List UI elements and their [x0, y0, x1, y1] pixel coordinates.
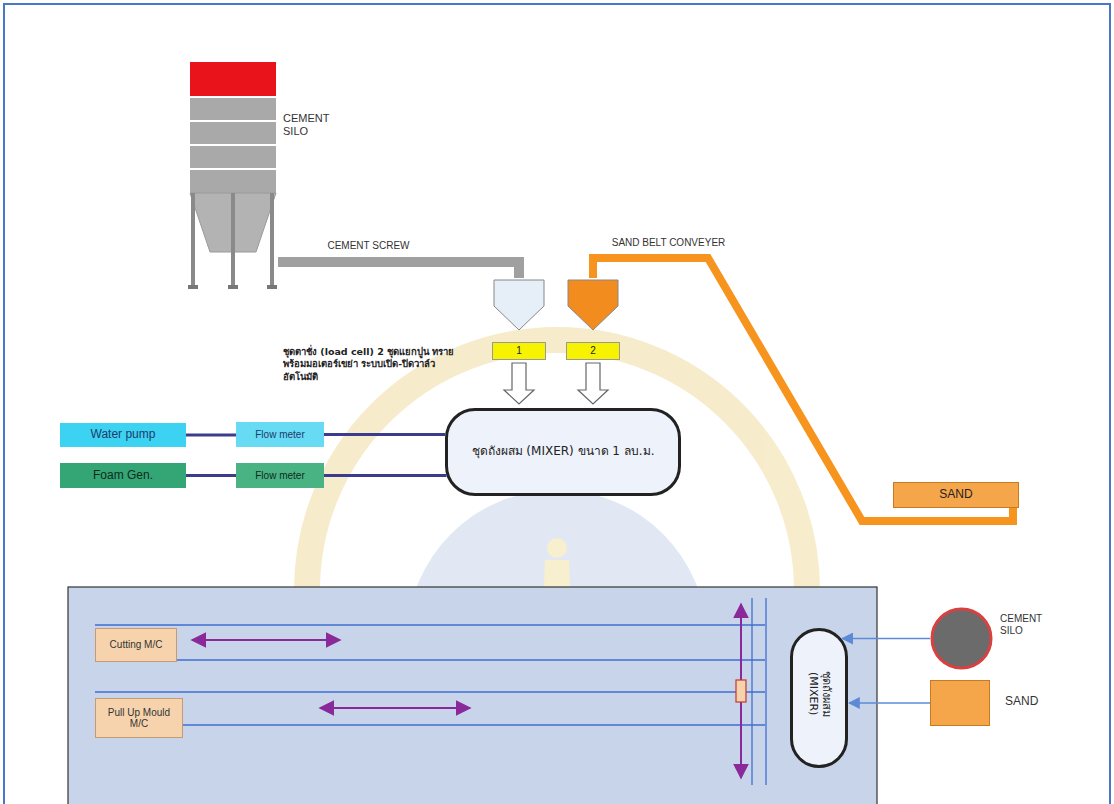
machine-box: Pull Up Mould M/C — [95, 698, 183, 738]
node-text: SAND — [1005, 695, 1055, 709]
node-text: SAND — [935, 488, 976, 502]
machine-box: Cutting M/C — [95, 628, 177, 662]
node-text: Flow meter — [251, 470, 308, 482]
foam-pipe — [186, 474, 236, 477]
edge-label: SAND BELT CONVEYER — [609, 237, 729, 248]
node-text: Flow meter — [251, 429, 308, 441]
feed-arrow — [578, 363, 608, 404]
node-text: Water pump — [87, 428, 160, 442]
cement-screw — [278, 262, 519, 278]
node-text: ชุดถังผสม (MIXER) ขนาด 1 ลบ.ม. — [468, 445, 659, 459]
flow-meter-box: Flow meter — [236, 422, 324, 447]
hopper-number: 2 — [566, 342, 620, 360]
node-text: Cutting M/C — [106, 639, 167, 651]
plant-area — [68, 587, 877, 804]
sand-pile: SAND — [893, 482, 1019, 508]
flow-meter-box: Flow meter — [236, 463, 324, 488]
foam-generator-box: Foam Gen. — [60, 463, 186, 488]
rails — [95, 598, 766, 785]
silo-outline — [188, 60, 278, 292]
mixer-box: ชุดถังผสม (MIXER) ขนาด 1 ลบ.ม. — [445, 408, 681, 496]
feed-line — [849, 702, 930, 704]
node-text: Foam Gen. — [89, 469, 157, 483]
node-text: CEMENT SILO — [283, 112, 343, 137]
pump-box: Water pump — [60, 423, 186, 447]
mixer-oval: ชุดถังผสม (MIXER) — [790, 628, 848, 768]
silo-plan: CEMENT SILO — [930, 607, 993, 670]
hopper-number: 1 — [492, 342, 546, 360]
water-pipe — [324, 433, 445, 436]
cement-hopper: 1 — [490, 278, 548, 360]
water-pipe — [186, 434, 236, 437]
node-text: Pull Up Mould M/C — [96, 707, 182, 730]
foam-pipe — [324, 474, 447, 477]
node-text: ชุดถังผสม (MIXER) — [806, 658, 831, 730]
node-text: CEMENT SILO — [1000, 613, 1058, 636]
edge-label: CEMENT SCREW — [324, 240, 412, 251]
shuttle — [736, 680, 746, 702]
feed-arrow — [504, 363, 534, 404]
sand-hopper: 2 — [564, 278, 622, 360]
sand-plan: SAND — [930, 680, 990, 726]
note-text: ชุดตาชั่ง (load cell) 2 ชุดแยกปูน ทราย พ… — [283, 346, 463, 383]
feed-line — [842, 638, 930, 640]
travel-arrows — [192, 604, 741, 778]
frame — [4, 4, 1110, 804]
cement-silo: CEMENT SILO — [188, 60, 278, 292]
circle-outline — [930, 607, 993, 670]
